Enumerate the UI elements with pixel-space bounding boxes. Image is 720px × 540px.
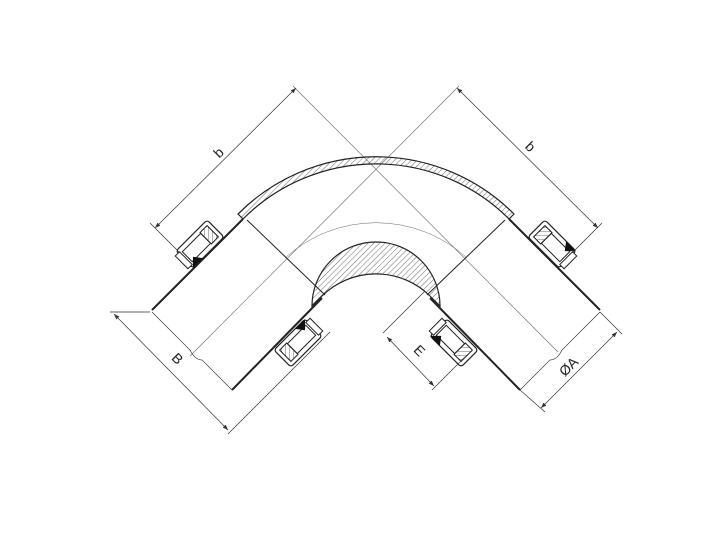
elbow-body	[151, 156, 601, 391]
dim-label-b-left: b	[210, 144, 227, 161]
center-lines	[189, 85, 559, 357]
clamp-upper-left	[172, 219, 225, 272]
clamp-lower-right	[426, 315, 479, 368]
dim-label-E: E	[411, 342, 429, 360]
dim-label-A: ØA	[556, 353, 582, 379]
dim-label-b-right: b	[522, 138, 539, 155]
clamp-lower-left	[273, 315, 326, 368]
dim-label-B: B	[169, 350, 187, 368]
dimension-lines	[110, 87, 623, 435]
